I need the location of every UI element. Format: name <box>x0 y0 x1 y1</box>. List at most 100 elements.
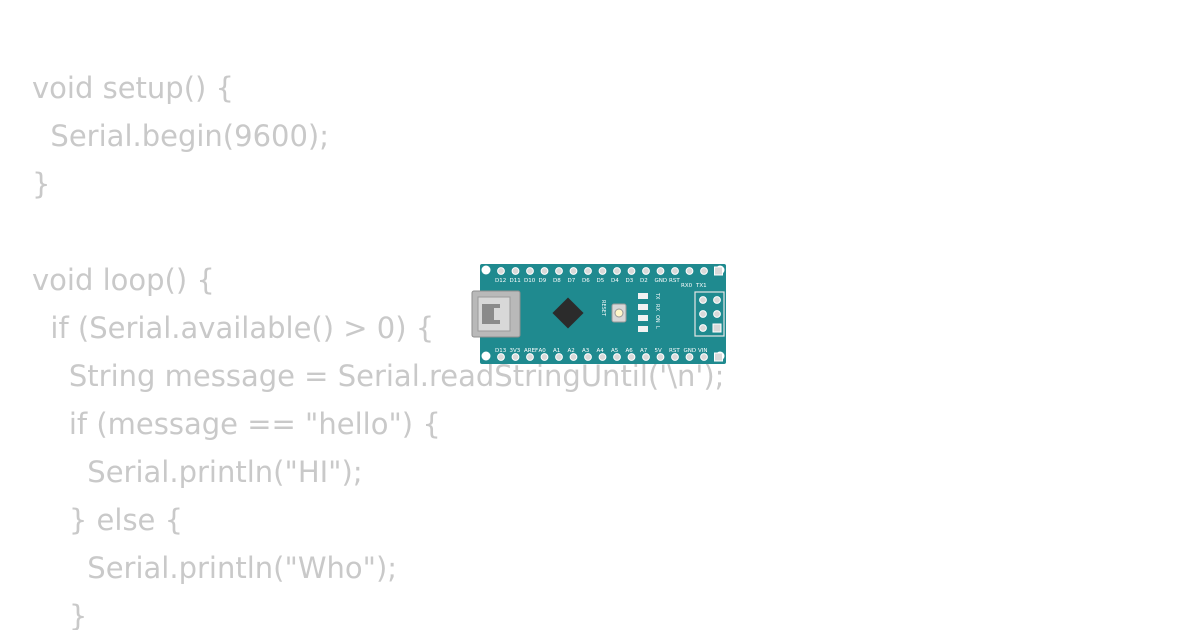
header-pin[interactable] <box>540 353 549 361</box>
pin-label: A1 <box>553 348 560 354</box>
led-on <box>638 315 648 321</box>
pin-label: A6 <box>626 348 634 354</box>
pin-label: D3 <box>626 278 634 284</box>
header-pin[interactable] <box>569 267 578 275</box>
header-pin[interactable] <box>627 267 636 275</box>
code-line: void setup() { <box>32 71 234 105</box>
icsp-label-tx1: TX1 <box>695 283 707 289</box>
bottom-pin-row <box>497 352 723 362</box>
header-pin[interactable] <box>555 353 563 361</box>
pin-label: GND <box>684 348 697 354</box>
led-label-on: ON <box>654 315 660 323</box>
mounting-hole <box>481 351 491 361</box>
header-pin[interactable] <box>497 353 505 361</box>
pin-label: D5 <box>597 278 605 284</box>
header-pin[interactable] <box>555 267 563 275</box>
icsp-pins <box>699 296 722 333</box>
pin-label: D2 <box>640 278 648 284</box>
code-line: if (Serial.available() > 0) { <box>32 311 435 345</box>
header-pin[interactable] <box>511 353 520 361</box>
pin-label: VIN <box>698 348 708 354</box>
pin-label: D6 <box>582 278 590 284</box>
header-pin[interactable] <box>699 310 707 318</box>
header-pin[interactable] <box>699 324 707 332</box>
code-line <box>32 208 724 256</box>
pin-label: D9 <box>539 278 547 284</box>
top-pin-row <box>497 266 723 276</box>
header-pin[interactable] <box>642 353 650 361</box>
header-pin[interactable] <box>656 353 665 361</box>
header-pin[interactable] <box>713 310 721 318</box>
led-label-tx: TX <box>654 292 660 300</box>
header-pin[interactable] <box>671 267 679 275</box>
header-pin[interactable] <box>598 267 607 275</box>
pin-label: AREF <box>524 348 538 354</box>
header-pin[interactable] <box>584 267 592 275</box>
usb-socket-icon <box>482 304 500 324</box>
header-pin[interactable] <box>613 353 621 361</box>
mounting-hole <box>481 265 491 275</box>
pin-label: A3 <box>582 348 590 354</box>
icsp-header <box>694 291 725 337</box>
code-line: } else { <box>32 503 184 537</box>
pin-label: A5 <box>611 348 619 354</box>
header-pin[interactable] <box>671 353 679 361</box>
header-pin[interactable] <box>714 266 723 276</box>
header-pin[interactable] <box>712 323 722 333</box>
led-label-l: L <box>654 326 660 329</box>
pin-label: GND <box>655 278 668 284</box>
header-pin[interactable] <box>714 352 723 362</box>
header-pin[interactable] <box>569 353 578 361</box>
header-pin[interactable] <box>511 267 520 275</box>
reset-button-cap <box>614 308 624 318</box>
pin-label: 3V3 <box>510 348 521 354</box>
header-pin[interactable] <box>497 267 505 275</box>
header-pin[interactable] <box>584 353 592 361</box>
header-pin[interactable] <box>713 296 721 304</box>
code-line: Serial.begin(9600); <box>32 119 330 153</box>
icsp-label-rx0: RX0 <box>681 283 693 289</box>
code-line: } <box>32 599 88 630</box>
pin-label: RST <box>669 348 680 354</box>
header-pin[interactable] <box>656 267 665 275</box>
code-line: if (message == "hello") { <box>32 407 441 441</box>
led-rx <box>638 304 648 310</box>
pin-label: D13 <box>495 348 507 354</box>
led-l <box>638 326 648 332</box>
header-pin[interactable] <box>540 267 549 275</box>
pin-label: A2 <box>568 348 575 354</box>
header-pin[interactable] <box>685 267 694 275</box>
header-pin[interactable] <box>526 267 534 275</box>
code-editor[interactable]: void setup() { Serial.begin(9600);} void … <box>32 64 724 630</box>
code-line: Serial.println("Who"); <box>32 551 398 585</box>
pin-label: A4 <box>597 348 605 354</box>
reset-label: RESET <box>600 300 606 317</box>
pin-label: A0 <box>539 348 547 354</box>
header-pin[interactable] <box>613 267 621 275</box>
header-pin[interactable] <box>700 267 708 275</box>
pin-label: 5V <box>655 348 662 354</box>
header-pin[interactable] <box>598 353 607 361</box>
header-pin[interactable] <box>526 353 534 361</box>
header-pin[interactable] <box>627 353 636 361</box>
header-pin[interactable] <box>642 267 650 275</box>
code-line: void loop() { <box>32 263 215 297</box>
pin-label: D8 <box>553 278 561 284</box>
header-pin[interactable] <box>700 353 708 361</box>
code-line: } <box>32 167 51 201</box>
header-pin[interactable] <box>699 296 707 304</box>
pin-label: D4 <box>611 278 619 284</box>
header-pin[interactable] <box>685 353 694 361</box>
led-tx <box>638 293 648 299</box>
pin-label: D12 <box>495 278 506 284</box>
pin-label: A7 <box>640 348 648 354</box>
pcb <box>480 264 726 364</box>
code-line: String message = Serial.readStringUntil(… <box>32 359 725 393</box>
led-label-rx: RX <box>654 304 660 311</box>
code-line: Serial.println("HI"); <box>32 455 363 489</box>
pin-label: D10 <box>524 278 536 284</box>
